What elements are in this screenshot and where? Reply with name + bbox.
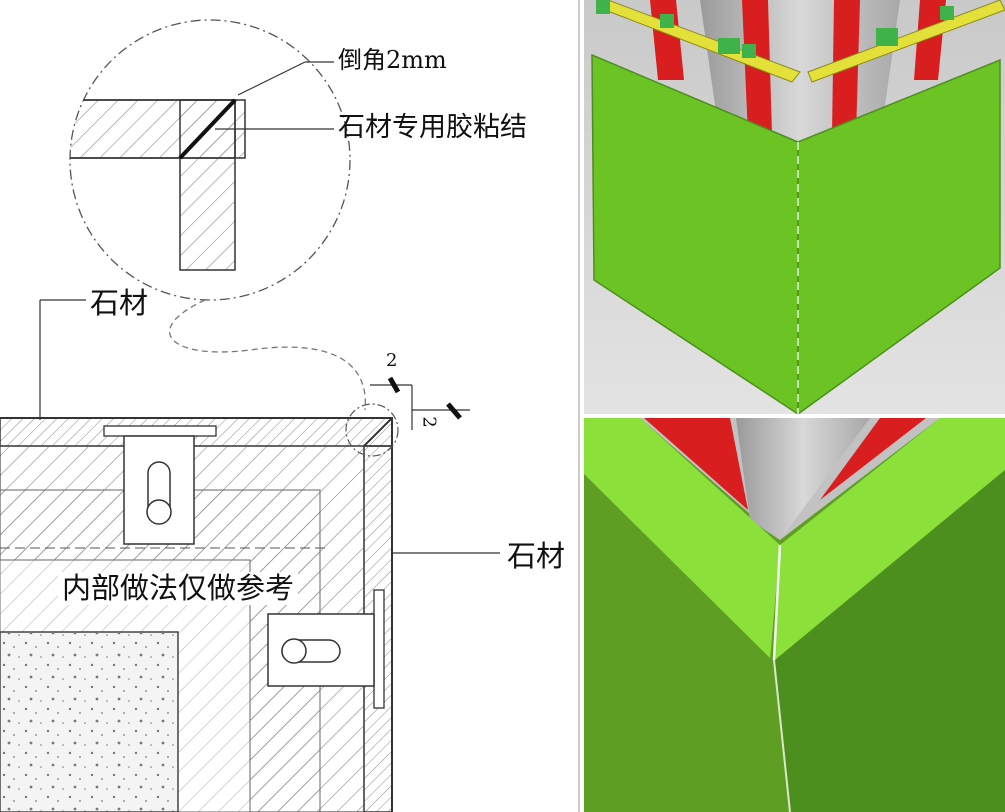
panel-top-face-right xyxy=(775,418,1005,660)
chamfer-glue-line xyxy=(178,98,237,160)
anchor-bracket-top xyxy=(103,425,217,545)
corner-detail-circle xyxy=(345,403,399,457)
panel-side-face-right xyxy=(775,470,1005,812)
stone-glue-label: 石材专用胶粘结 xyxy=(338,112,527,143)
detail-connector xyxy=(169,299,366,411)
bracket-bar-right xyxy=(807,0,1005,83)
anchor-bracket-right xyxy=(267,589,385,709)
section-mark-label-a: 2 xyxy=(386,350,398,371)
chamfer-leader xyxy=(237,61,306,96)
detail-bubble xyxy=(69,19,351,301)
stone-label-right: 石材 xyxy=(507,539,566,573)
chamfer-label: 倒角2mm xyxy=(338,46,447,74)
render-corner-elevation xyxy=(584,0,1005,416)
panel-side-face-left xyxy=(584,474,790,812)
panel-top-face-left xyxy=(584,418,780,660)
section-cut-symbol-icon xyxy=(370,376,470,430)
column-section xyxy=(0,403,399,812)
green-panel-right xyxy=(797,58,1001,416)
render-corner-closeup xyxy=(584,418,1005,812)
stone-label-top: 石材 xyxy=(90,286,149,320)
cad-section xyxy=(0,19,500,812)
glue-joint xyxy=(772,544,782,661)
section-mark-label-b: 2 xyxy=(418,416,440,428)
reference-note: 内部做法仅做参考 xyxy=(58,572,299,605)
